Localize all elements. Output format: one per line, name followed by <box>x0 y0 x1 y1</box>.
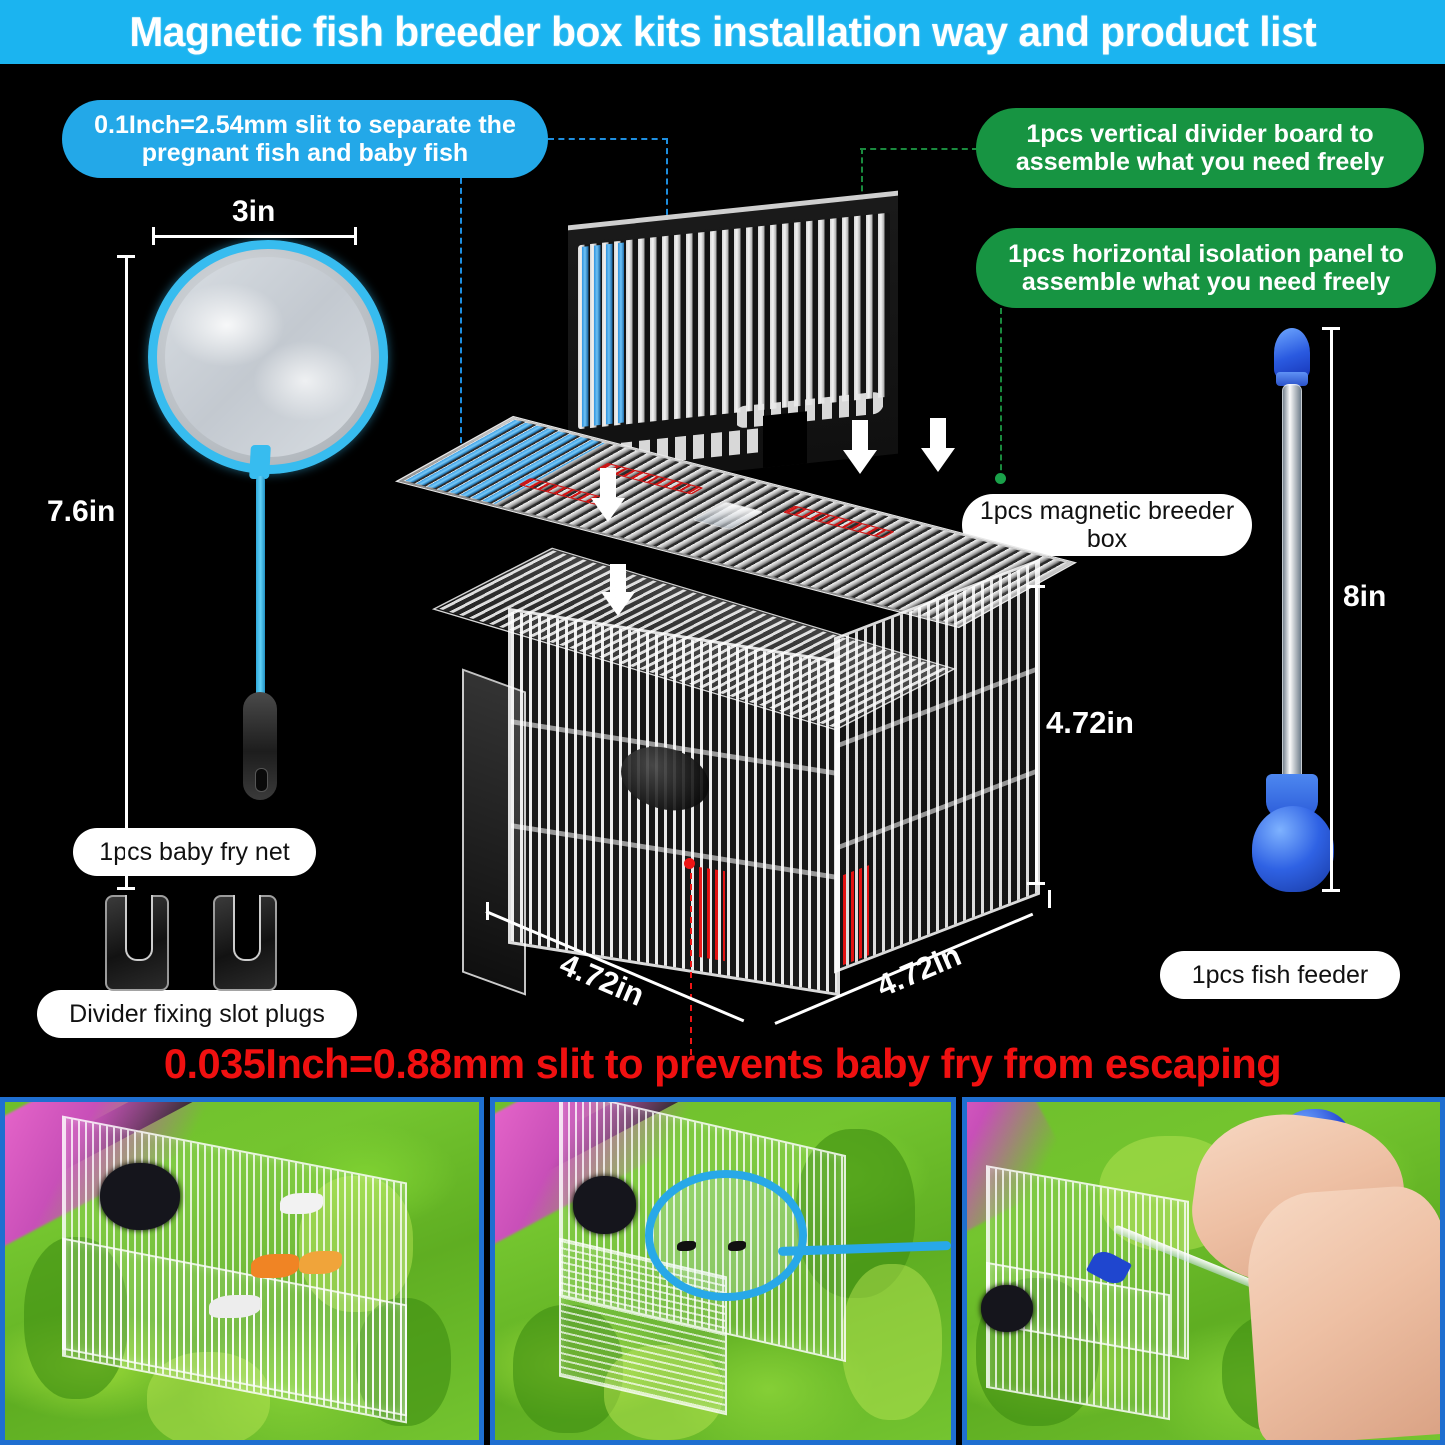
box-front-wall <box>508 607 840 997</box>
callout-fish-feeder-label: 1pcs fish feeder <box>1191 961 1369 989</box>
feeder-bulb <box>1252 806 1334 892</box>
photo-breeder-box-in-tank <box>0 1097 484 1445</box>
photo-feeder-in-use <box>962 1097 1445 1445</box>
divider-slot-plug-2 <box>213 895 277 991</box>
breeder-box-exploded-illustration <box>394 190 1080 1058</box>
photo1-fish-gold <box>298 1250 342 1275</box>
photo1-fish-orange <box>251 1254 299 1278</box>
fish-feeder-illustration <box>1248 328 1368 900</box>
dimension-line-net-height <box>125 255 128 890</box>
photo1-fish-white-2 <box>208 1294 261 1319</box>
dimension-line-net-width <box>152 235 357 238</box>
feeder-tube <box>1282 384 1302 784</box>
slot-plug-1-notch <box>125 895 153 961</box>
dimension-cap-net-width-left <box>152 227 155 245</box>
dimension-cap-feeder-top <box>1322 327 1340 330</box>
dimension-cap-net-height-bottom <box>117 887 135 890</box>
box-red-slit-right <box>843 865 869 966</box>
box-right-wall <box>834 558 1040 974</box>
photo2-fry-1 <box>677 1240 696 1251</box>
callout-breeder-box-label: 1pcs magnetic breeder box <box>979 497 1235 553</box>
dimension-line-feeder-height <box>1330 327 1333 892</box>
divider-slot-plug-1 <box>105 895 169 991</box>
leader-line-green-panel <box>1000 308 1002 480</box>
callout-baby-fry-net: 1pcs baby fry net <box>73 828 316 876</box>
photo-net-scooping-fry <box>490 1097 956 1445</box>
magnetic-breeder-box <box>431 547 1040 1058</box>
header-banner: Magnetic fish breeder box kits installat… <box>0 0 1445 64</box>
net-mesh <box>165 257 371 457</box>
callout-slot-plugs-label: Divider fixing slot plugs <box>69 1000 325 1028</box>
dimension-box-height: 4.72in <box>1046 705 1134 740</box>
photo3-magnet <box>981 1284 1034 1332</box>
photo2-magnet <box>572 1176 637 1234</box>
red-slit-callout-line <box>690 862 692 1058</box>
box-red-slit-front <box>699 866 725 962</box>
dimension-line-box-height <box>1035 585 1038 885</box>
leader-line-green-vertical <box>861 148 863 210</box>
photo3-forearm <box>1242 1183 1440 1440</box>
dimension-cap-feeder-bottom <box>1322 889 1340 892</box>
dimension-feeder-height: 8in <box>1343 580 1387 613</box>
vertical-divider-notch <box>763 411 807 468</box>
dimension-cap-box-width-left <box>486 902 489 920</box>
red-slit-callout-dot <box>684 858 695 869</box>
callout-vertical-divider-label: 1pcs vertical divider board to assemble … <box>1015 120 1385 176</box>
net-hoop <box>148 240 388 474</box>
photo1-magnet <box>99 1162 181 1231</box>
dimension-cap-box-height-bottom <box>1027 882 1045 885</box>
slot-plug-2-notch <box>233 895 261 961</box>
photo1-fish-white <box>279 1193 323 1214</box>
callout-baby-fry-net-label: 1pcs baby fry net <box>99 838 290 866</box>
leader-line-blue-top <box>548 138 668 140</box>
net-neck <box>249 445 271 479</box>
photo2-fry-2 <box>727 1240 746 1251</box>
dimension-cap-net-height-top <box>117 255 135 258</box>
dimension-cap-net-width-right <box>354 227 357 245</box>
net-rod <box>256 476 265 698</box>
baby-fry-net-illustration <box>100 240 400 820</box>
dimension-cap-box-height-top <box>1027 585 1045 588</box>
dimension-net-width: 3in <box>232 195 276 228</box>
leader-dot-green-panel <box>995 473 1006 484</box>
net-grip-hole <box>255 768 268 792</box>
callout-vertical-divider: 1pcs vertical divider board to assemble … <box>976 108 1424 188</box>
dimension-cap-box-width-right <box>1048 890 1051 908</box>
feeder-collar <box>1276 372 1308 386</box>
callout-slit-separate: 0.1Inch=2.54mm slit to separate the preg… <box>62 100 548 178</box>
page-title: Magnetic fish breeder box kits installat… <box>129 8 1316 55</box>
leader-line-green-top <box>860 148 978 150</box>
photo2-net-ring <box>645 1169 808 1301</box>
photo-strip <box>0 1097 1445 1445</box>
bottom-red-note: 0.035Inch=0.88mm slit to prevents baby f… <box>163 1040 1282 1087</box>
dimension-net-height: 7.6in <box>47 495 116 528</box>
callout-horizontal-panel-label: 1pcs horizontal isolation panel to assem… <box>1008 240 1404 296</box>
callout-fish-feeder: 1pcs fish feeder <box>1160 951 1400 999</box>
feeder-tip <box>1274 328 1310 378</box>
callout-horizontal-panel: 1pcs horizontal isolation panel to assem… <box>976 228 1436 308</box>
vertical-divider-blue-slits <box>582 242 624 427</box>
leader-line-blue-vertical-2 <box>460 138 462 483</box>
callout-slit-separate-label: 0.1Inch=2.54mm slit to separate the preg… <box>94 111 516 167</box>
callout-slot-plugs: Divider fixing slot plugs <box>37 990 357 1038</box>
